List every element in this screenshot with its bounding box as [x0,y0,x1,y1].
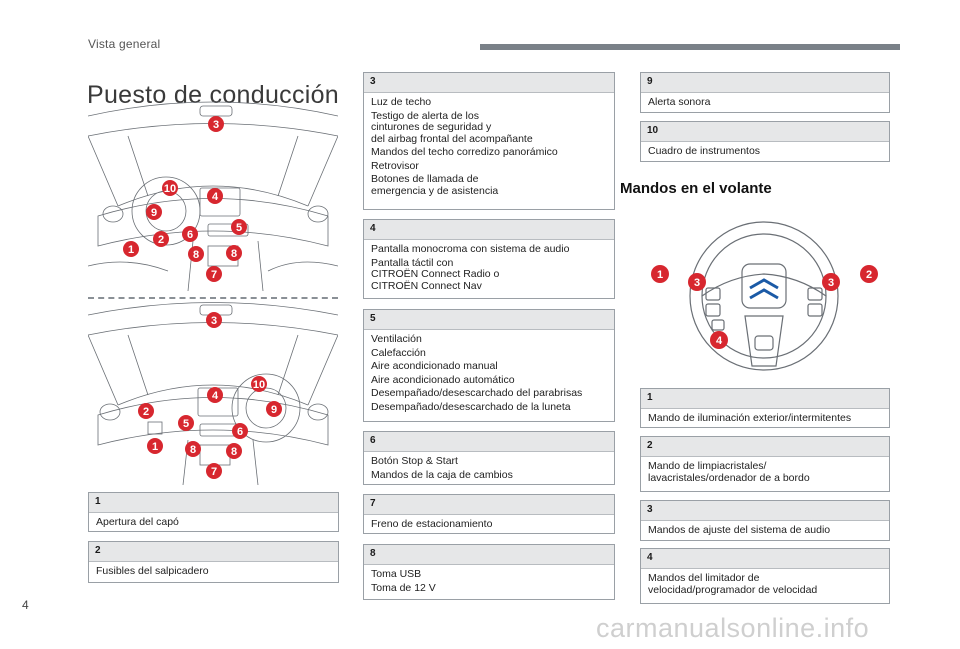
callout: 1 [657,269,663,281]
callout: 3 [828,277,834,289]
legend-number: 1 [641,389,889,409]
legend-line: Mandos del limitador de velocidad/progra… [648,572,818,596]
callout: 2 [158,234,164,246]
legend-line: Aire acondicionado automático [371,373,515,386]
wheel-box-4: 4 Mandos del limitador de velocidad/prog… [640,548,890,604]
legend-line: Toma USB [371,568,422,580]
legend-number: 3 [364,73,614,93]
legend-number: 3 [641,501,889,521]
legend-box-1: 1 Apertura del capó [88,492,339,532]
callout: 3 [213,119,219,131]
legend-number: 9 [641,73,889,93]
legend-line: Mandos del techo corredizo panorámico [371,146,558,158]
legend-line: Calefacción [371,346,426,359]
callout-group-wheel: 1 3 3 2 4 [651,265,878,349]
legend-line: Freno de estacionamiento [371,518,493,530]
callout: 2 [866,269,872,281]
callout: 7 [211,269,217,281]
legend-line: Alerta sonora [648,96,711,108]
wheel-box-1: 1 Mando de iluminación exterior/intermit… [640,388,890,428]
callout-group-bottom: 3 4 10 2 9 5 6 1 8 8 7 [138,312,282,479]
legend-number: 7 [364,495,614,515]
volante-title: Mandos en el volante [620,180,772,197]
legend-line: Mandos de ajuste del sistema de audio [648,524,831,536]
legend-box-2: 2 Fusibles del salpicadero [88,541,339,583]
callout: 8 [193,249,199,261]
legend-line: Mando de limpiacristales/ lavacristales/… [648,460,810,484]
callout: 10 [164,183,176,195]
legend-line: Desempañado/desescarchado del parabrisas [371,387,583,399]
legend-line: Pantalla monocroma con sistema de audio [371,243,570,255]
legend-number: 5 [364,310,614,330]
legend-line: Botones de llamada de emergencia y de as… [371,173,499,197]
callout: 3 [694,277,700,289]
callout: 8 [231,446,237,458]
legend-number: 4 [364,220,614,240]
legend-box-4: 4 Pantalla monocroma con sistema de audi… [363,219,615,299]
legend-box-5: 5 Ventilación Calefacción Aire acondicio… [363,309,615,422]
brand-chevrons-icon [749,278,779,300]
callout: 6 [187,229,193,241]
callout: 4 [212,390,219,402]
callout: 8 [231,248,237,260]
legend-box-8: 8 Toma USB Toma de 12 V [363,544,615,600]
legend-number: 2 [89,542,338,562]
legend-box-9: 9 Alerta sonora [640,72,890,113]
wheel-box-3: 3 Mandos de ajuste del sistema de audio [640,500,890,541]
steering-wheel-illustration: 1 3 3 2 4 [640,216,890,376]
legend-line: Pantalla táctil con CITROËN Connect Radi… [371,256,500,292]
legend-line: Mando de iluminación exterior/intermiten… [648,412,852,424]
callout: 6 [237,426,243,438]
legend-box-7: 7 Freno de estacionamiento [363,494,615,534]
callout: 2 [143,406,149,418]
section-label: Vista general [88,37,161,51]
page-number: 4 [22,598,29,612]
legend-number: 6 [364,432,614,452]
callout: 8 [190,444,196,456]
callout: 10 [253,379,265,391]
callout: 9 [151,207,157,219]
callout: 4 [212,191,219,203]
legend-line: Toma de 12 V [371,581,436,594]
legend-line: Apertura del capó [96,516,179,528]
legend-box-6: 6 Botón Stop & Start Mandos de la caja d… [363,431,615,485]
legend-number: 10 [641,122,889,142]
legend-number: 8 [364,545,614,565]
legend-line: Fusibles del salpicadero [96,565,209,577]
callout: 1 [128,244,134,256]
callout: 7 [211,466,217,478]
legend-box-10: 10 Cuadro de instrumentos [640,121,890,162]
callout: 5 [236,222,242,234]
legend-line: Ventilación [371,333,422,345]
callout: 1 [152,441,158,453]
dashed-separator [88,297,338,299]
legend-line: Luz de techo [371,96,432,108]
legend-number: 2 [641,437,889,457]
legend-box-3: 3 Luz de techo Testigo de alerta de los … [363,72,615,210]
legend-line: Aire acondicionado manual [371,360,498,372]
callout: 3 [211,315,217,327]
legend-line: Testigo de alerta de los cinturones de s… [371,109,533,145]
legend-number: 1 [89,493,338,513]
dashboard-rhd-illustration: 3 4 10 2 9 5 6 1 8 8 7 [88,300,338,485]
header-rule [480,44,900,50]
legend-line: Retrovisor [371,159,419,172]
legend-line: Mandos de la caja de cambios [371,468,513,481]
callout-group-top: 3 10 4 9 5 6 2 1 8 8 7 [123,116,247,282]
legend-number: 4 [641,549,889,569]
callout: 9 [271,404,277,416]
page-title: Puesto de conducción [87,80,340,109]
legend-line: Desempañado/desescarchado de la luneta [371,400,571,413]
legend-line: Botón Stop & Start [371,455,458,467]
legend-line: Cuadro de instrumentos [648,145,761,157]
watermark[interactable]: carmanualsonline.info [596,613,870,643]
dashboard-lhd-illustration: 3 10 4 9 5 6 2 1 8 8 7 [88,96,338,291]
callout: 4 [716,335,723,347]
wheel-box-2: 2 Mando de limpiacristales/ lavacristale… [640,436,890,492]
callout: 5 [183,418,189,430]
